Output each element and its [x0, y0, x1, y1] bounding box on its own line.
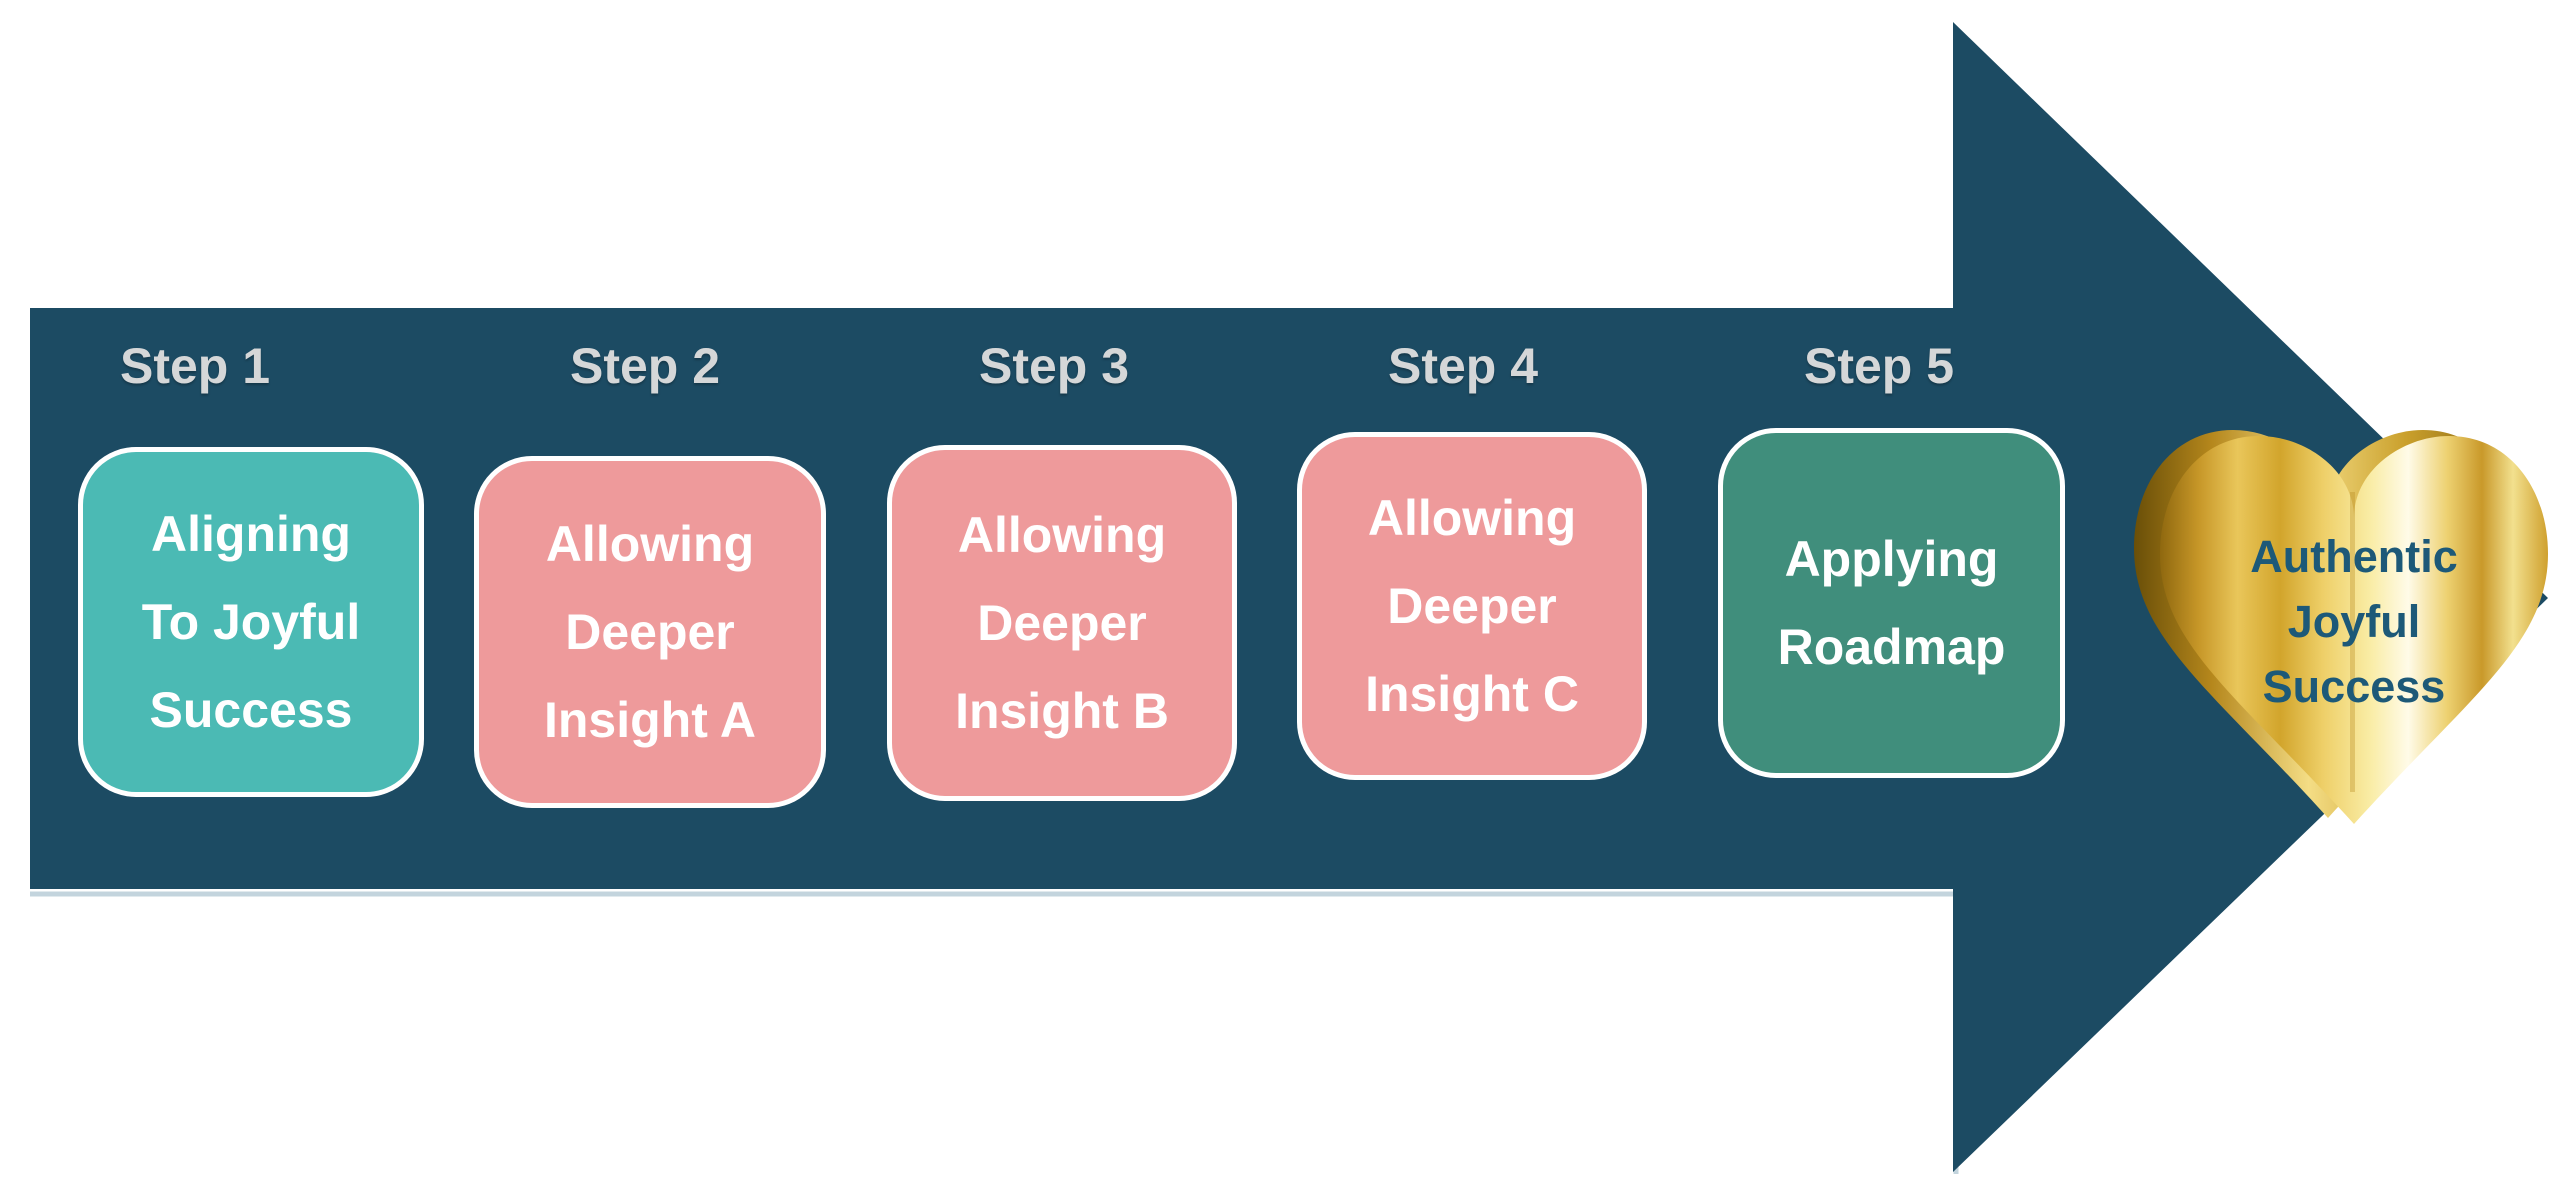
heart-front-face [2160, 436, 2548, 824]
step-4-label: Step 4 [1387, 338, 1539, 394]
arrow-edge-shadow [30, 891, 1959, 1174]
heart-crease [2350, 492, 2355, 792]
step-2-label: Step 2 [569, 338, 721, 394]
step-2-box: Allowing Deeper Insight A [474, 456, 826, 808]
step-5-label: Step 5 [1803, 338, 1955, 394]
step-5-box: Applying Roadmap [1718, 428, 2065, 778]
step-3-label: Step 3 [978, 338, 1130, 394]
step-1-label: Step 1 [119, 338, 271, 394]
step-4-box: Allowing Deeper Insight C [1297, 432, 1647, 780]
step-1-box: Aligning To Joyful Success [78, 447, 424, 797]
gold-heart-icon [2134, 430, 2548, 824]
process-arrow-shape [30, 22, 2548, 1172]
step-3-box: Allowing Deeper Insight B [887, 445, 1237, 801]
goal-text: Authentic Joyful Success [2250, 531, 2458, 712]
